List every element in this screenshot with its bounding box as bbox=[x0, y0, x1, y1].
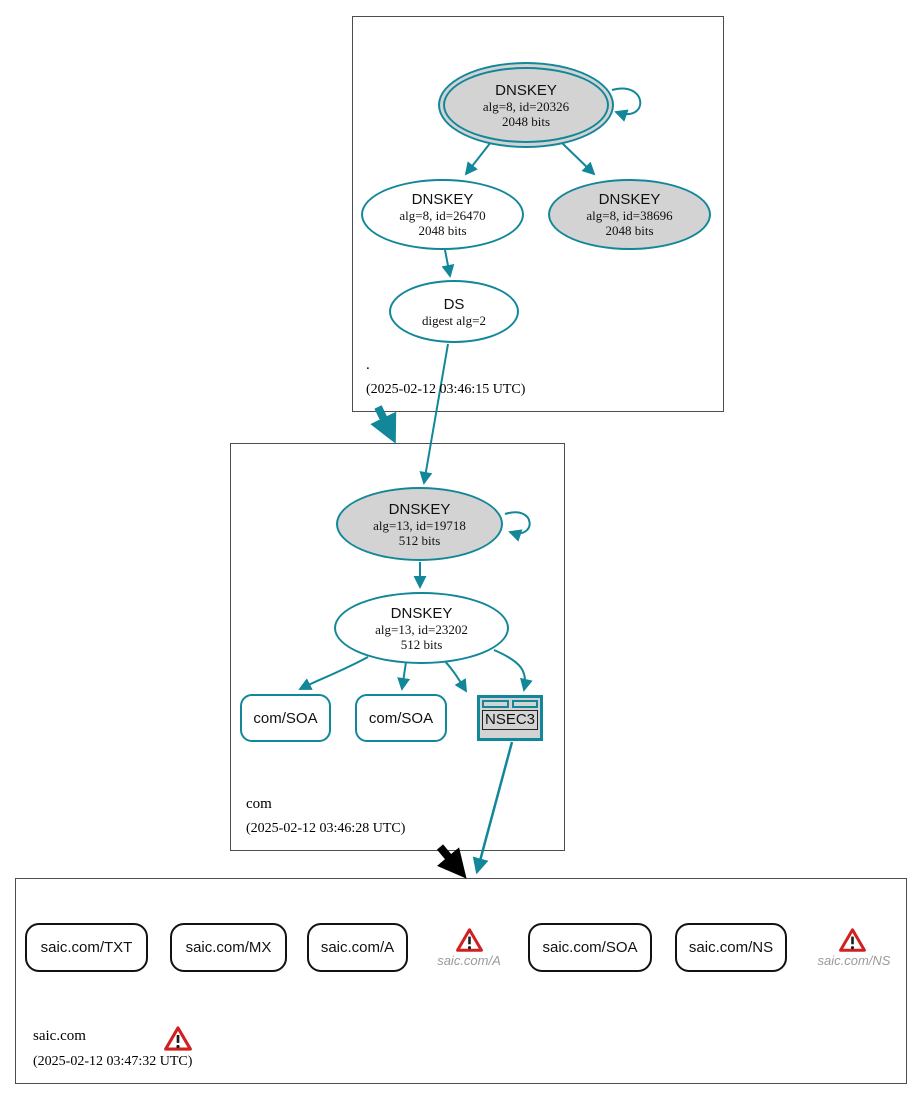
warning-icon-saic-zone[interactable] bbox=[163, 1025, 193, 1052]
node-root-ksk-inner-ring: DNSKEY alg=8, id=20326 2048 bits bbox=[443, 67, 609, 143]
zone-label-com: com bbox=[246, 796, 272, 812]
zone-timestamp-root: (2025-02-12 03:46:15 UTC) bbox=[366, 382, 526, 397]
node-bits: 2048 bits bbox=[501, 113, 551, 129]
node-title: DNSKEY bbox=[390, 604, 453, 622]
zone-label-root: . bbox=[366, 357, 370, 373]
warning-icon-saic-a[interactable] bbox=[455, 927, 484, 953]
node-saic-ns[interactable]: saic.com/NS bbox=[675, 923, 787, 972]
node-detail: alg=13, id=23202 bbox=[375, 621, 468, 637]
node-com-soa-1[interactable]: com/SOA bbox=[240, 694, 331, 742]
node-root-key2[interactable]: DNSKEY alg=8, id=38696 2048 bits bbox=[548, 179, 711, 250]
node-root-zsk[interactable]: DNSKEY alg=8, id=26470 2048 bits bbox=[361, 179, 524, 250]
node-bits: 2048 bits bbox=[418, 223, 467, 238]
node-detail: digest alg=2 bbox=[421, 312, 487, 328]
nsec3-cell bbox=[511, 700, 538, 708]
warning-label-saic-a: saic.com/A bbox=[437, 953, 501, 968]
node-title: DNSKEY bbox=[598, 191, 661, 208]
nsec3-header-cells bbox=[482, 700, 538, 708]
node-saic-mx[interactable]: saic.com/MX bbox=[170, 923, 287, 972]
node-title: DNSKEY bbox=[495, 81, 557, 99]
node-saic-soa[interactable]: saic.com/SOA bbox=[528, 923, 652, 972]
node-title: DNSKEY bbox=[388, 500, 451, 518]
node-saic-txt[interactable]: saic.com/TXT bbox=[25, 923, 148, 972]
node-detail: alg=8, id=20326 bbox=[482, 98, 570, 114]
node-bits: 512 bits bbox=[400, 636, 443, 652]
node-bits: 512 bits bbox=[398, 532, 441, 548]
node-detail: alg=8, id=38696 bbox=[586, 208, 673, 223]
node-root-ksk[interactable]: DNSKEY alg=8, id=20326 2048 bits bbox=[438, 62, 614, 148]
node-com-ksk[interactable]: DNSKEY alg=13, id=19718 512 bits bbox=[336, 487, 503, 561]
node-root-ds[interactable]: DS digest alg=2 bbox=[389, 280, 519, 343]
nsec3-label: NSEC3 bbox=[482, 710, 538, 730]
node-title: DS bbox=[443, 295, 465, 313]
node-com-soa-2[interactable]: com/SOA bbox=[355, 694, 447, 742]
node-title: DNSKEY bbox=[411, 191, 474, 208]
node-com-nsec3[interactable]: NSEC3 bbox=[477, 695, 543, 741]
node-detail: alg=13, id=19718 bbox=[373, 517, 466, 533]
zone-box-saic bbox=[15, 878, 907, 1084]
zone-label-saic: saic.com bbox=[33, 1028, 86, 1044]
node-detail: alg=8, id=26470 bbox=[399, 208, 486, 223]
nsec3-cell bbox=[482, 700, 509, 708]
zone-timestamp-saic: (2025-02-12 03:47:32 UTC) bbox=[33, 1054, 193, 1069]
zone-timestamp-com: (2025-02-12 03:46:28 UTC) bbox=[246, 821, 406, 836]
warning-icon-saic-ns[interactable] bbox=[838, 927, 867, 953]
node-com-zsk[interactable]: DNSKEY alg=13, id=23202 512 bits bbox=[334, 592, 509, 664]
node-saic-a[interactable]: saic.com/A bbox=[307, 923, 408, 972]
warning-label-saic-ns: saic.com/NS bbox=[817, 953, 891, 968]
node-bits: 2048 bits bbox=[605, 223, 654, 238]
